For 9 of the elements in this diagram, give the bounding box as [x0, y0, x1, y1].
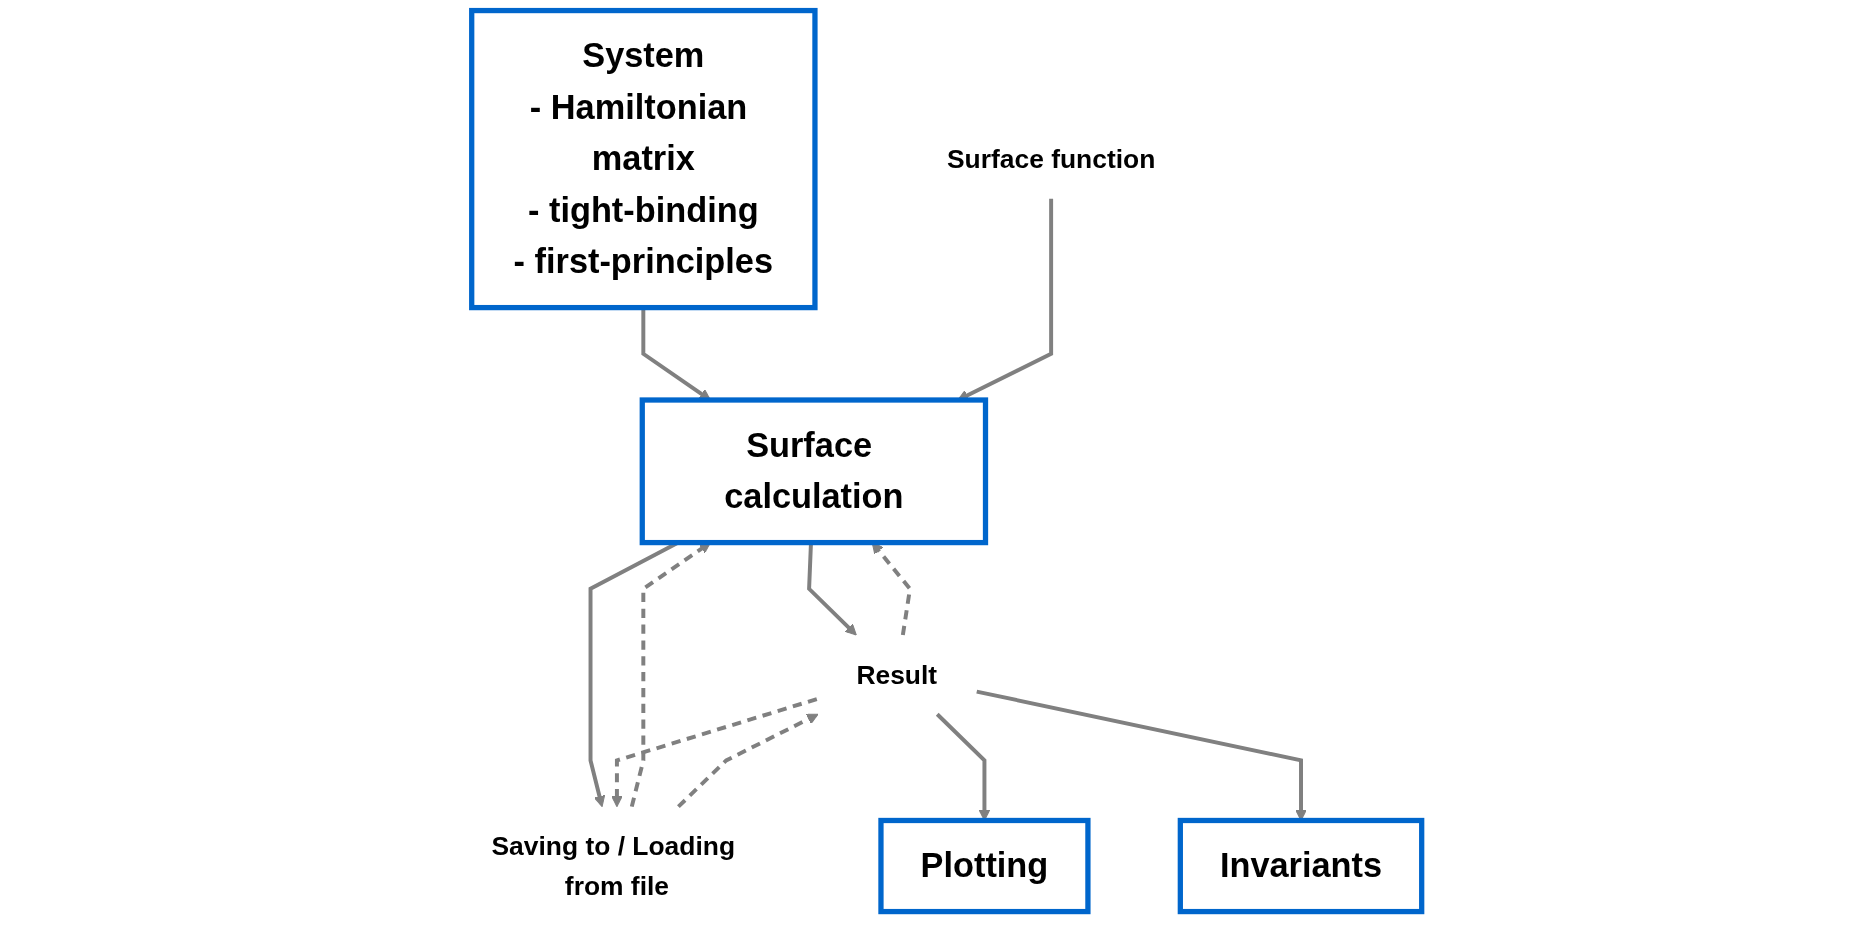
node-text: Result [856, 660, 938, 690]
node-text: Surface function [946, 144, 1156, 174]
node-box: Surface calculation [639, 397, 989, 546]
node-box: Plotting [878, 817, 1091, 915]
node-box: System - Hamiltonian matrix - tight-binding - first-principles [469, 7, 818, 311]
arrow [677, 713, 819, 809]
node-box: Invariants [1177, 817, 1425, 915]
node-text: Saving to / Loading from file [491, 831, 736, 901]
arrow [611, 697, 818, 808]
